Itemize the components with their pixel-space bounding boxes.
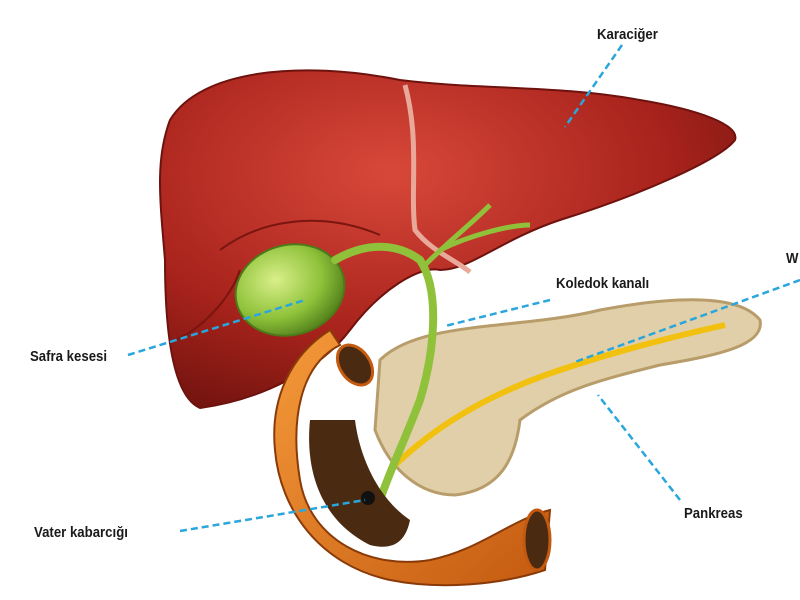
- label-liver: Karaciğer: [597, 26, 658, 43]
- leader-ampulla: [179, 498, 366, 533]
- ampulla: [361, 491, 375, 505]
- liver-fold: [174, 219, 381, 341]
- leader-liver: [563, 44, 624, 128]
- duodenum: [273, 328, 552, 587]
- duodenum-end-upper: [335, 343, 375, 387]
- bile-duct: [331, 242, 438, 504]
- pancreatic-duct: [387, 322, 726, 473]
- duodenum-end-lower: [522, 508, 552, 572]
- leader-lines: [127, 44, 800, 533]
- label-pancreas: Pankreas: [684, 505, 743, 522]
- label-bile-duct: Koledok kanalı: [556, 275, 650, 292]
- label-gallbladder: Safra kesesi: [30, 348, 108, 365]
- hepatic-duct: [423, 203, 531, 267]
- label-ampulla: Vater kabarcığı: [34, 524, 128, 541]
- leader-bile-duct: [444, 298, 551, 328]
- pancreas: [373, 298, 762, 497]
- label-pancreatic-duct: W: [786, 250, 799, 267]
- leader-gallbladder: [127, 298, 306, 357]
- leader-pancreas: [597, 394, 681, 501]
- duodenum-interior: [309, 420, 410, 547]
- gallbladder: [234, 243, 346, 337]
- falciform-ligament: [402, 84, 472, 274]
- leader-pancreatic-duct: [574, 278, 800, 364]
